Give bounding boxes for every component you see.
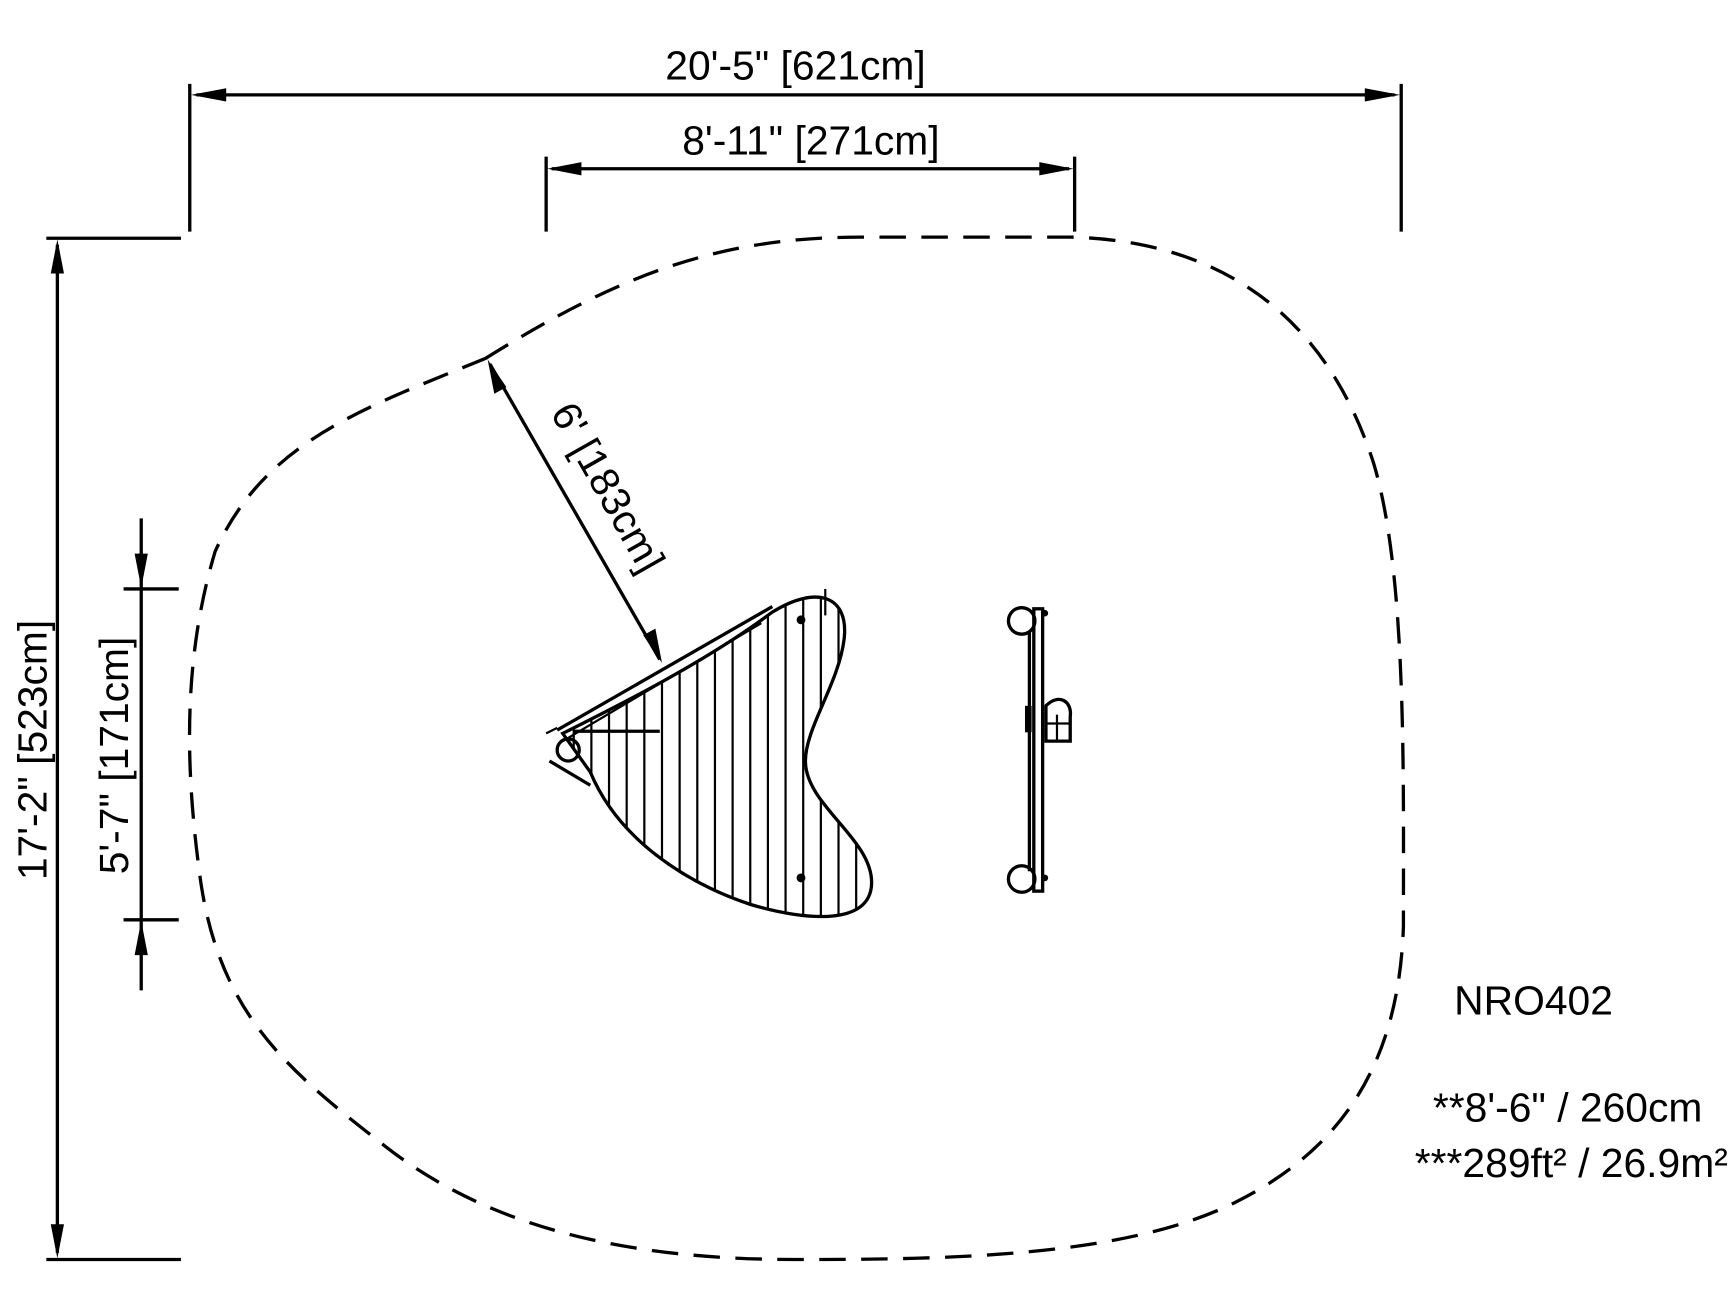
- overall-width-dimension: 20'-5" [621cm]: [188, 42, 1403, 232]
- handle-bottom-icon: [1006, 864, 1037, 894]
- bolt-icon: [796, 873, 806, 883]
- arrow-down-right-icon: [643, 628, 662, 663]
- overall-depth-dimension: 17'-2" [523cm]: [9, 236, 181, 1262]
- frame-rail-upper: [556, 605, 774, 732]
- arrow-up-icon: [50, 239, 64, 274]
- arrow-up-left-icon: [487, 359, 507, 394]
- pivot-clip: [545, 726, 558, 735]
- bolt-icon: [1041, 609, 1049, 617]
- arrow-down-icon: [50, 1224, 64, 1259]
- bolt-icon: [1041, 874, 1049, 882]
- seat-grip-icon: [1044, 697, 1073, 743]
- dimension-line: [488, 363, 662, 661]
- equipment-depth-dimension: 5'-7" [171cm]: [91, 518, 179, 991]
- equipment-depth-label: 5'-7" [171cm]: [91, 637, 137, 875]
- overall-depth-label: 17'-2" [523cm]: [9, 620, 55, 880]
- pivot-bracket: [548, 759, 592, 787]
- use-zone-area-note: ***289ft² / 26.9m²: [1415, 1140, 1728, 1186]
- equipment-width-label: 8'-11" [271cm]: [682, 117, 939, 163]
- pivot-hub-icon: [555, 737, 581, 763]
- safety-clearance-dimension: 6' [183cm]: [487, 359, 674, 663]
- seat-outline: [560, 595, 874, 919]
- arrow-up-icon: [134, 920, 148, 956]
- equipment-width-dimension: 8'-11" [271cm]: [544, 117, 1077, 232]
- bolt-icon: [796, 615, 806, 625]
- arrow-right-icon: [1364, 88, 1401, 102]
- arrow-down-icon: [134, 553, 148, 588]
- use-zone-boundary: [187, 235, 1406, 1262]
- arrow-left-icon: [547, 162, 582, 176]
- fall-height-note: **8'-6" / 260cm: [1433, 1085, 1703, 1131]
- arrow-left-icon: [190, 88, 227, 102]
- frame-rail-lower: [562, 622, 762, 743]
- overall-width-label: 20'-5" [621cm]: [665, 42, 925, 88]
- equipment-seat-unit: [545, 588, 874, 919]
- plank-clamp: [1024, 705, 1032, 733]
- plank-body: [1032, 607, 1045, 893]
- model-code: NRO402: [1454, 978, 1613, 1024]
- arrow-right-icon: [1039, 162, 1074, 176]
- equipment-plank-unit: [1006, 606, 1073, 894]
- handle-top-icon: [1006, 606, 1037, 636]
